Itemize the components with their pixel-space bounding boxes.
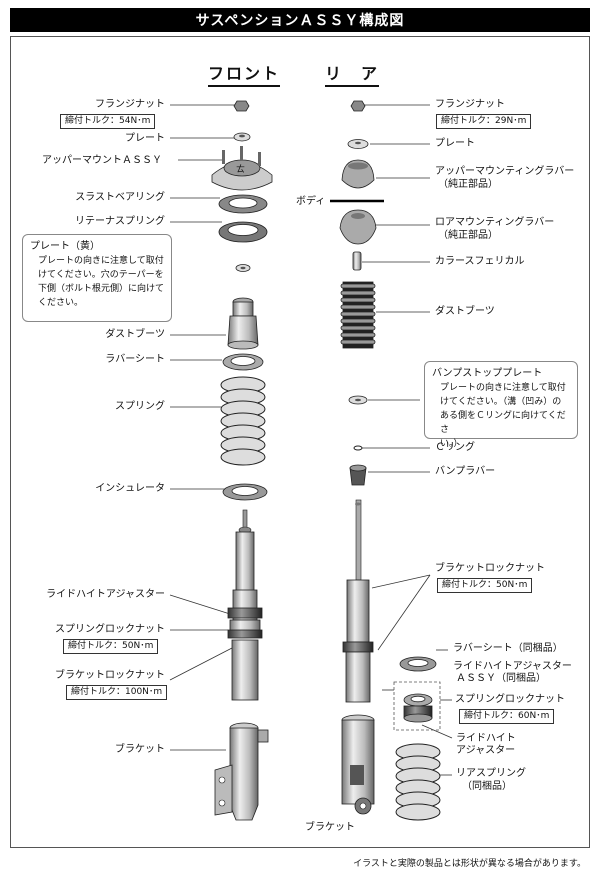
footer-note: イラストと実際の製品とは形状が異なる場合があります。	[353, 859, 586, 869]
rear-dust-boot-label: ダストブーツ	[435, 306, 495, 317]
rear-heading: リ ア	[325, 60, 380, 87]
rear-c-ring-label: Ｃリング	[435, 442, 475, 453]
rear-bump-note-line: ある側をＣリングに向けてくださ	[440, 411, 566, 435]
rear-upper-rubber-sub: （純正部品）	[438, 179, 498, 190]
rear-leader-lines	[362, 104, 453, 776]
rear-spring-label: リアスプリング	[456, 768, 526, 779]
diagram-frame	[10, 36, 590, 848]
rear-plate-label: プレート	[435, 138, 475, 149]
front-parts: ㄊ	[211, 100, 273, 821]
front-plate-note-line: ください。	[38, 298, 84, 308]
front-flange-torque: 締付トルク：54N･m	[60, 114, 156, 129]
front-plate-note-title: プレート（黄）	[30, 241, 100, 252]
front-plate-note-line: 下側（ボルト根元側）に向けて	[38, 284, 165, 294]
front-plate-note: プレート（黄） プレートの向きに注意して取付 けてください。穴のテーパーを 下側…	[22, 234, 172, 322]
page-title: サスペンションＡＳＳＹ構成図	[10, 8, 590, 32]
rear-bump-rubber-label: バンプラバー	[435, 466, 496, 477]
front-plate-note-line: けてください。穴のテーパーを	[38, 270, 164, 280]
front-bracket-label: ブラケット	[115, 744, 165, 755]
rear-bump-note-line: い。）	[440, 439, 463, 449]
front-spring-label: スプリング	[115, 401, 165, 412]
front-spring-lock-nut-label: スプリングロックナット	[55, 624, 165, 635]
rear-bracket-lock-nut-label: ブラケットロックナット	[435, 563, 545, 574]
rear-lower-rubber-sub: （純正部品）	[438, 230, 498, 241]
rear-ride-height-label: ライドハイト	[456, 733, 516, 744]
rear-parts	[330, 100, 441, 821]
front-heading: フロント	[208, 60, 281, 87]
front-retainer-spring-label: リテーナスプリング	[75, 216, 165, 227]
rear-bracket-lock-torque: 締付トルク：50N･m	[437, 578, 533, 593]
front-ride-height-adjuster-label: ライドハイトアジャスター	[46, 589, 165, 600]
rear-ride-height-assy-label: ライドハイトアジャスター	[453, 661, 572, 672]
rear-rubber-seat-label: ラバーシート（同梱品）	[453, 643, 563, 654]
rear-bump-note-line: けてください。（溝（凹み）の	[440, 397, 562, 407]
front-bracket-lock-torque: 締付トルク：100N･m	[66, 685, 168, 700]
rear-flange-nut-label: フランジナット	[435, 99, 505, 110]
front-spring-lock-torque: 締付トルク：50N･m	[63, 639, 159, 654]
rear-lower-rubber-label: ロアマウンティングラバー	[435, 217, 555, 228]
rear-spring-lock-nut-label: スプリングロックナット	[455, 694, 565, 705]
rear-collar-label: カラースフェリカル	[435, 256, 525, 267]
front-rubber-seat-label: ラバーシート	[105, 354, 165, 365]
front-leader-lines	[169, 104, 235, 751]
rear-upper-rubber-label: アッパーマウンティングラバー	[435, 166, 575, 177]
front-plate-note-line: プレートの向きに注意して取付	[38, 256, 164, 266]
front-plate-label: プレート	[125, 133, 165, 144]
front-upper-mount-label: アッパーマウントＡＳＳＹ	[42, 155, 162, 166]
front-bracket-lock-nut-label: ブラケットロックナット	[55, 670, 165, 681]
front-flange-nut-label: フランジナット	[95, 99, 165, 110]
front-dust-boot-label: ダストブーツ	[105, 329, 165, 340]
rear-spring-lock-torque: 締付トルク：60N･m	[459, 709, 555, 724]
front-insulator-label: インシュレータ	[95, 483, 165, 494]
rear-bump-note-line: プレートの向きに注意して取付	[440, 383, 566, 393]
rear-ride-height-label-2: アジャスター	[456, 745, 516, 756]
rear-bump-note-title: バンプストッププレート	[432, 368, 543, 379]
rear-spring-sub-label: （同梱品）	[462, 781, 512, 792]
rear-flange-torque: 締付トルク：29N･m	[436, 114, 532, 129]
rear-ride-height-assy-label-2: ＡＳＳＹ（同梱品）	[456, 673, 546, 684]
rear-body-label: ボディ	[296, 196, 326, 207]
rear-bracket-label: ブラケット	[305, 822, 355, 833]
svg-text:ㄊ: ㄊ	[236, 163, 245, 175]
rear-bump-note: バンプストッププレート プレートの向きに注意して取付 けてください。（溝（凹み）…	[424, 361, 578, 449]
front-thrust-bearing-label: スラストベアリング	[75, 192, 165, 203]
